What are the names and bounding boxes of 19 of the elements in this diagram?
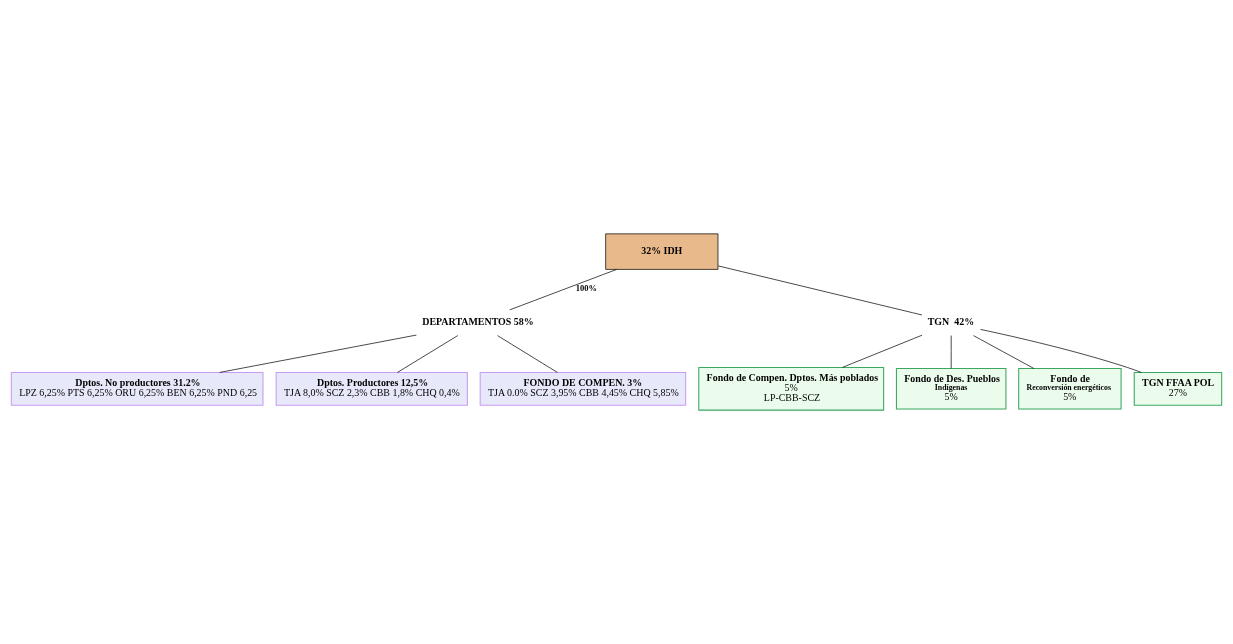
- node-box: FONDO DE COMPEN. 3% TJA 0.0% SCZ 3,95% CBB 4,45% CHQ 5,85%: [479, 371, 687, 406]
- node-box: Fondo de Compen. Dptos. Más poblados 5% LP-CBB-SCZ: [698, 366, 885, 411]
- connector: [842, 334, 923, 368]
- node-text: DEPARTAMENTOS 58%: [422, 315, 534, 327]
- edge-label: 100%: [575, 283, 598, 294]
- connector: [397, 335, 459, 373]
- node-box: Dptos. Productores 12,5% TJA 8,0% SCZ 2,3% CBB 1,8% CHQ 0,4%: [275, 371, 468, 406]
- node-box: TGN FFAA POL 27%: [1133, 371, 1223, 406]
- node-box: Dptos. No productores 31.2% LPZ 6,25% PTS 6,25% ORU 6,25% BEN 6,25% PND 6,25: [10, 371, 264, 406]
- connector: [497, 335, 558, 373]
- connector: [509, 269, 617, 311]
- node-box: Fondo de Reconversión energéticos 5%: [1018, 368, 1122, 410]
- connector: [717, 265, 923, 316]
- connector: [973, 335, 1035, 369]
- node-box: Fondo de Des. Pueblos Indígenas 5%: [895, 368, 1007, 410]
- node-text: TGN 42%: [927, 315, 975, 327]
- connector: [980, 329, 1142, 373]
- connector: [219, 334, 417, 373]
- node-box: 32% IDH: [605, 233, 719, 270]
